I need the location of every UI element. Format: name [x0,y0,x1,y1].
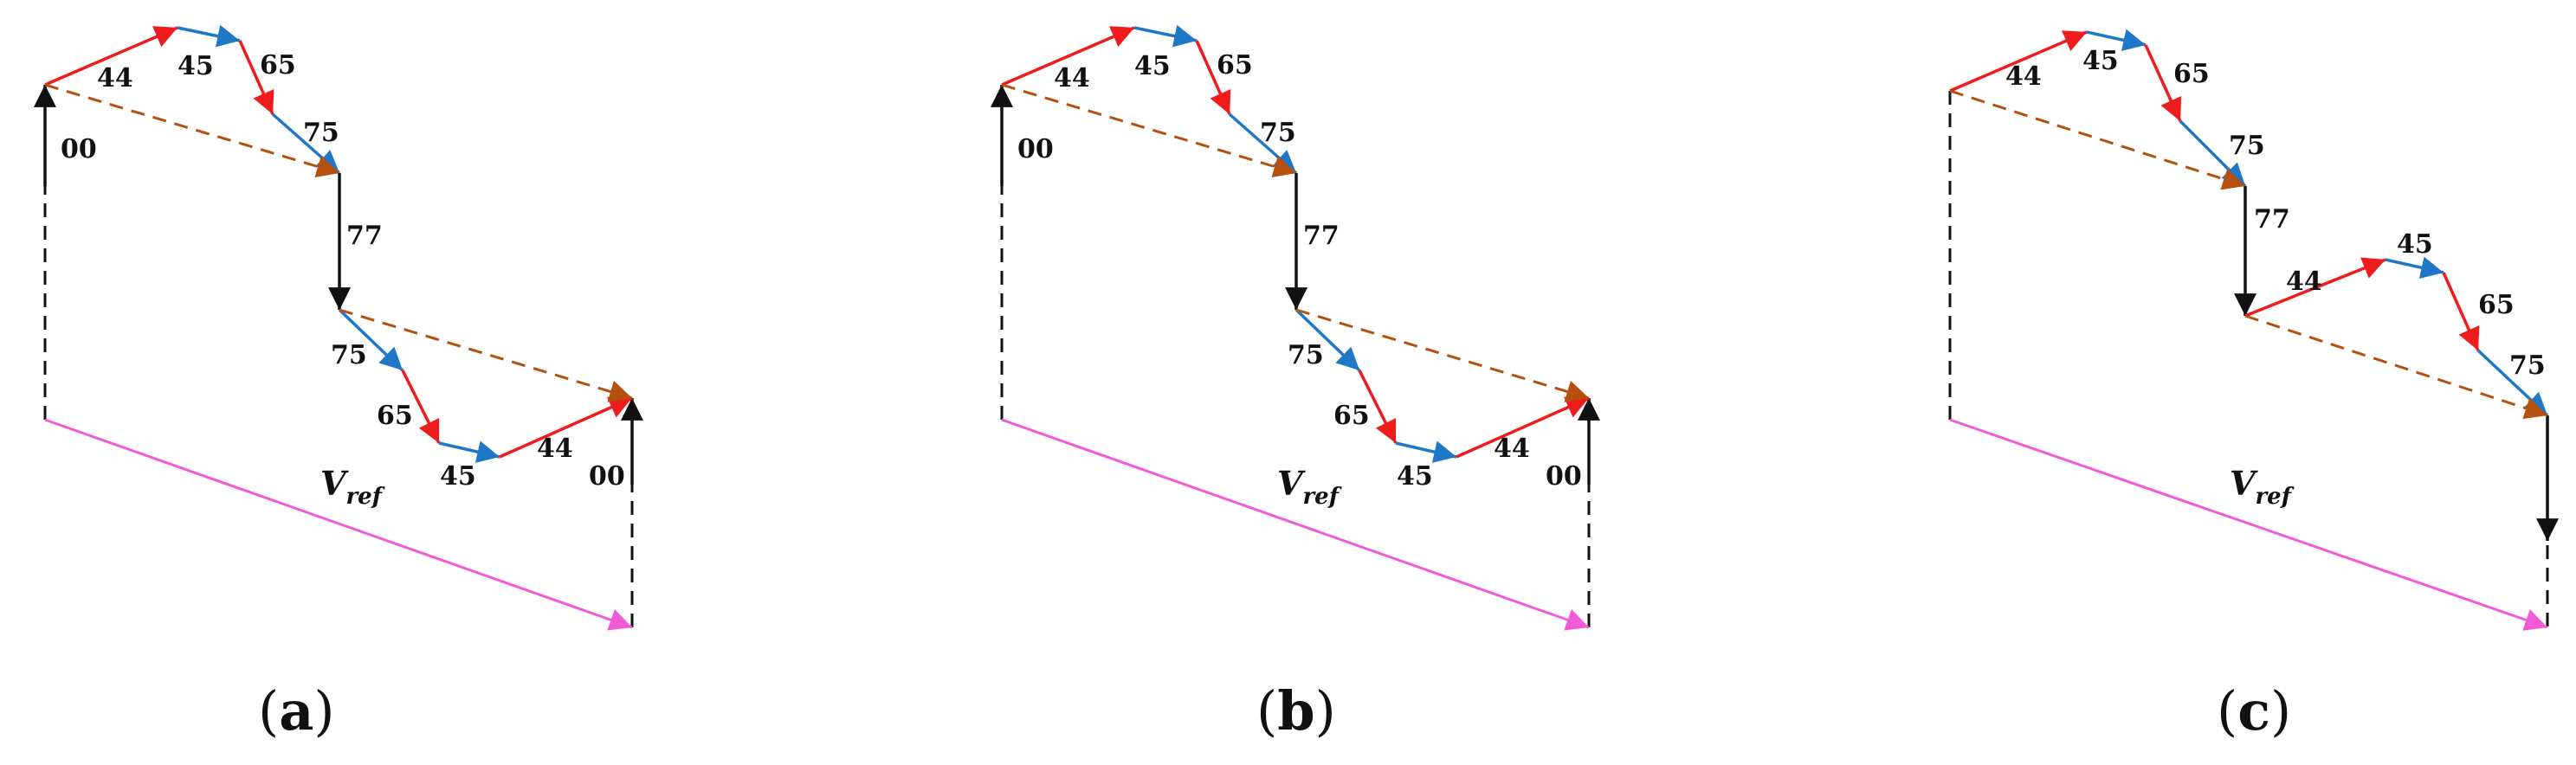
vector-75-lower [1294,308,1361,372]
label-vref: Vref [1277,464,1342,510]
vector-vref [1001,418,1590,631]
caption-a: (a) [258,679,335,742]
vector-44-lower [499,396,633,459]
label-vref: Vref [2230,464,2295,510]
resultant-middle [2244,314,2548,420]
label-65-upper: 65 [1217,50,1253,80]
vector-65-middle [2442,272,2480,351]
resultant-lower [1295,308,1590,402]
vector-45-upper [2086,29,2147,52]
label-75-upper: 75 [2229,131,2265,161]
vector-vref [44,418,633,631]
vector-65-upper [2144,44,2182,122]
vector-44-upper [1949,30,2088,93]
label-44-lower: 44 [1494,434,1530,464]
vref-sub: ref [1302,484,1341,510]
vref-main: V [1277,464,1306,503]
panel-b: 00 44 45 65 75 77 75 65 45 44 00 Vref (b… [990,24,1600,742]
label-45-upper: 45 [178,51,214,81]
label-45-upper: 45 [1134,51,1171,81]
label-77: 77 [1303,221,1340,251]
vref-main: V [2230,464,2258,503]
vector-44-lower [1456,396,1590,459]
vref-sub: ref [2255,484,2294,510]
vref-sub: ref [345,484,384,510]
label-65-upper: 65 [260,50,296,80]
label-75-upper: 75 [303,118,339,148]
label-00-end: 00 [589,461,625,492]
label-45-upper: 45 [2082,46,2119,76]
vector-45-upper [1133,24,1198,48]
label-75-upper: 75 [1260,118,1296,148]
vector-65-upper [1195,40,1231,115]
label-75-middle: 75 [2509,350,2546,381]
vector-44-upper [44,26,178,87]
label-44-upper: 44 [2005,61,2042,92]
label-65-middle: 65 [2478,290,2515,320]
label-77: 77 [346,221,383,251]
panel-a: 00 44 45 65 75 77 75 65 45 44 00 Vref (a… [33,24,643,742]
resultant-lower [339,308,633,402]
vref-main: V [320,464,349,503]
vector-75-lower [338,308,404,372]
panel-c: 44 45 65 75 77 44 45 65 75 Vref (c) [1948,29,2560,742]
label-00-start: 00 [61,134,97,164]
resultant-upper [1949,89,2246,190]
label-44-lower: 44 [537,434,573,464]
label-45-middle: 45 [2397,229,2433,260]
label-65-lower: 65 [1333,401,1370,431]
vector-44-middle [2244,257,2386,318]
vector-vref [1949,418,2548,631]
label-75-lower: 75 [331,340,367,370]
vector-65-upper [238,40,274,115]
vector-45-upper [177,24,241,48]
label-00-end: 00 [1546,461,1582,492]
label-45-lower: 45 [440,461,476,492]
label-44-upper: 44 [1054,63,1090,93]
caption-c: (c) [2217,679,2291,742]
label-65-upper: 65 [2173,59,2210,89]
label-00-start: 00 [1017,134,1054,164]
label-44-middle: 44 [2286,267,2322,297]
label-77: 77 [2254,204,2290,235]
vector-45-lower [438,440,500,463]
vector-44-upper [1001,26,1135,87]
resultant-upper [44,83,340,177]
label-44-upper: 44 [97,63,133,93]
vector-65-lower [1358,370,1398,444]
label-45-lower: 45 [1397,461,1433,492]
label-75-lower: 75 [1288,340,1324,370]
vector-45-lower [1395,440,1457,463]
label-65-lower: 65 [377,401,413,431]
label-vref: Vref [320,464,385,510]
caption-b: (b) [1256,679,1336,742]
vector-45-middle [2385,256,2444,279]
resultant-upper [1001,83,1297,177]
vector-65-lower [401,370,441,444]
